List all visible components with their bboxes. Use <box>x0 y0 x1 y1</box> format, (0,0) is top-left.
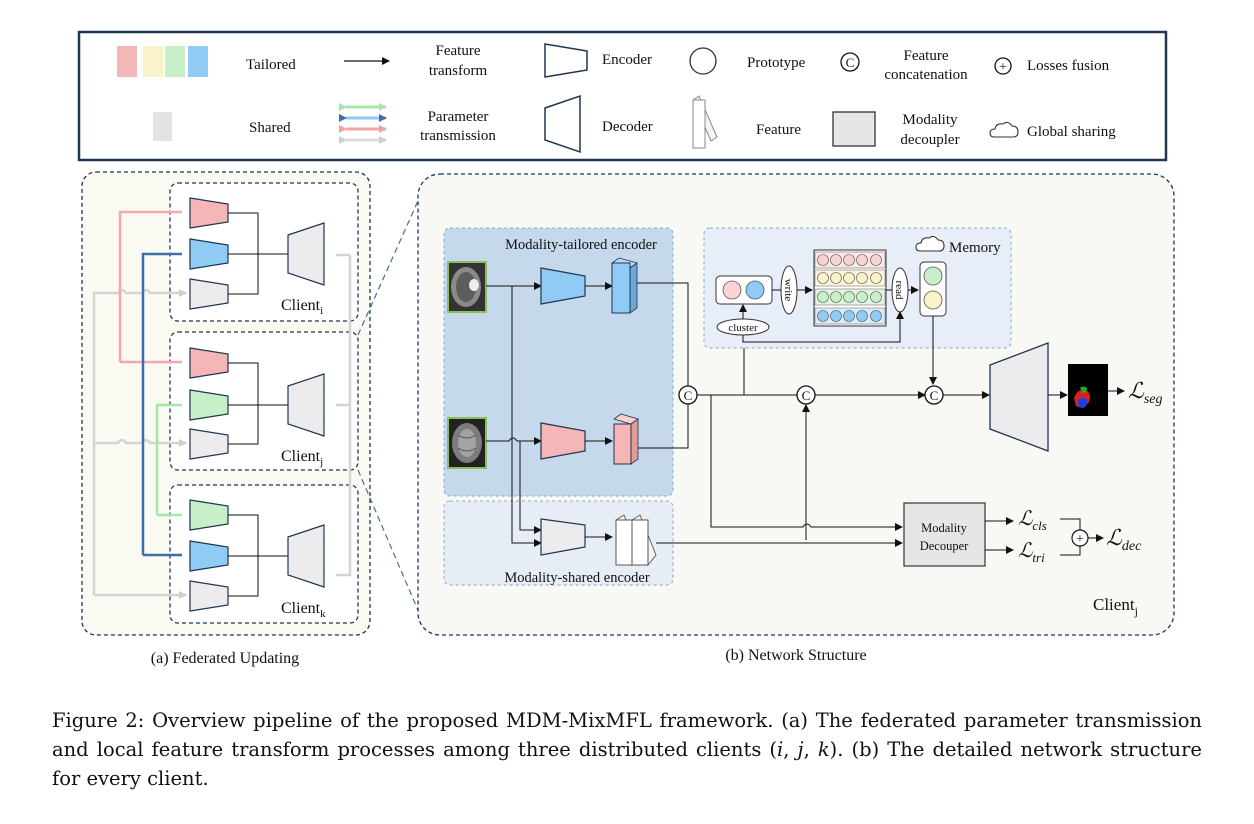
read-prototype-green-icon <box>923 266 943 286</box>
legend-modality-decoupler-l1: Modality <box>903 112 958 128</box>
legend-parameter-transmission-l2: transmission <box>420 128 496 144</box>
legend-decoder-label: Decoder <box>602 119 653 135</box>
legend-encoder-label: Encoder <box>602 52 652 68</box>
cloud-icon <box>989 121 1019 138</box>
client-k-encoders <box>189 499 229 612</box>
green-tailored-lines <box>155 403 182 517</box>
feature-map-icon <box>692 95 718 149</box>
panel-b-caption: (b) Network Structure <box>725 647 866 664</box>
mri-image-top <box>447 261 487 313</box>
svg-text:C: C <box>930 388 939 403</box>
svg-text:C: C <box>684 388 693 403</box>
prototype-blue-icon <box>745 280 765 300</box>
legend-losses-fusion-label: Losses fusion <box>1027 58 1110 74</box>
client-i-encoders <box>189 197 229 310</box>
read-prototype-yellow-icon <box>923 290 943 310</box>
feature-map-blue <box>611 257 638 314</box>
shared-swatch <box>153 112 172 141</box>
memory-bank-prototypes <box>817 254 882 322</box>
modality-decoupler-icon <box>832 111 876 147</box>
encoder-shape-icon <box>544 43 588 78</box>
framework-figure: Tailored Shared Feature transform Parame… <box>77 30 1175 667</box>
loss-tri: ℒtri <box>1018 540 1045 565</box>
feature-map-shared <box>615 514 657 566</box>
svg-text:+: + <box>1076 532 1084 547</box>
modality-decoupler-l1: Modality <box>921 521 968 535</box>
legend-parameter-transmission-l1: Parameter <box>428 109 489 125</box>
client-k-label: Clientk <box>281 600 326 620</box>
legend-tailored-label: Tailored <box>246 57 296 73</box>
legend-feature-concat-l2: concatenation <box>884 67 968 83</box>
prototype-icon <box>689 47 717 75</box>
memory-cloud-icon <box>915 235 945 252</box>
legend-prototype-label: Prototype <box>747 55 806 71</box>
client-j-encoders <box>189 347 229 460</box>
shared-encoder <box>540 518 586 556</box>
legend: Tailored Shared Feature transform Parame… <box>77 30 1168 162</box>
tailored-encoder-red <box>540 422 586 460</box>
client-connectors <box>228 212 288 597</box>
client-decoders <box>287 222 325 588</box>
legend-feature-transform-l2: transform <box>429 63 488 79</box>
panel-network-structure: Modality-tailored encoder Modality-share… <box>417 173 1175 636</box>
concat-node-3: C <box>924 385 944 405</box>
cluster-label: cluster <box>728 322 758 334</box>
panel-federated-updating: Clienti Clientj Clientk <box>81 171 371 636</box>
parameter-transmission-arrows <box>339 103 387 144</box>
loss-dec: ℒdec <box>1106 525 1142 554</box>
zoom-guide-lines <box>357 182 427 616</box>
client-j-label: Clientj <box>281 448 323 468</box>
modality-decoupler-l2: Decouper <box>920 539 969 553</box>
concat-node-1: C <box>678 385 698 405</box>
loss-cls: ℒcls <box>1018 508 1047 533</box>
tailored-encoder-blue <box>540 267 586 305</box>
red-tailored-lines <box>118 210 182 364</box>
legend-shared-label: Shared <box>249 120 291 136</box>
decoder-shape-icon <box>544 94 581 154</box>
loss-seg: ℒseg <box>1128 378 1163 407</box>
tailored-encoder-label: Modality-tailored encoder <box>505 237 657 253</box>
legend-feature-label: Feature <box>756 122 801 138</box>
legend-global-sharing-label: Global sharing <box>1027 124 1116 140</box>
losses-fusion-icon <box>994 57 1012 75</box>
tailored-swatches <box>117 46 208 77</box>
read-label: read <box>893 281 905 300</box>
write-label: write <box>782 279 794 302</box>
svg-text:C: C <box>802 388 811 403</box>
shared-encoder-label: Modality-shared encoder <box>504 570 650 586</box>
legend-feature-transform-l1: Feature <box>436 43 481 59</box>
legend-feature-concat-l1: Feature <box>904 48 949 64</box>
panel-b-client-label: Clientj <box>1093 595 1138 618</box>
memory-label: Memory <box>949 240 1001 256</box>
segmentation-decoder <box>989 342 1049 452</box>
segmentation-output-image <box>1068 364 1108 416</box>
client-i-label: Clienti <box>281 297 323 317</box>
blue-tailored-lines <box>141 252 182 557</box>
panel-a-caption: (a) Federated Updating <box>151 650 299 667</box>
losses-fusion-symbol: + <box>999 60 1007 75</box>
mri-image-bottom <box>447 417 487 469</box>
loss-fusion-node: + <box>1071 529 1089 547</box>
figure-caption: Figure 2: Overview pipeline of the propo… <box>52 709 1202 790</box>
legend-modality-decoupler-l2: decoupler <box>900 132 959 148</box>
concat-node-2: C <box>796 385 816 405</box>
feature-map-red <box>613 413 639 465</box>
modality-decoupler-block <box>903 502 986 567</box>
concat-icon <box>840 52 860 72</box>
prototype-red-icon <box>722 280 742 300</box>
concat-icon-symbol: C <box>846 55 855 70</box>
